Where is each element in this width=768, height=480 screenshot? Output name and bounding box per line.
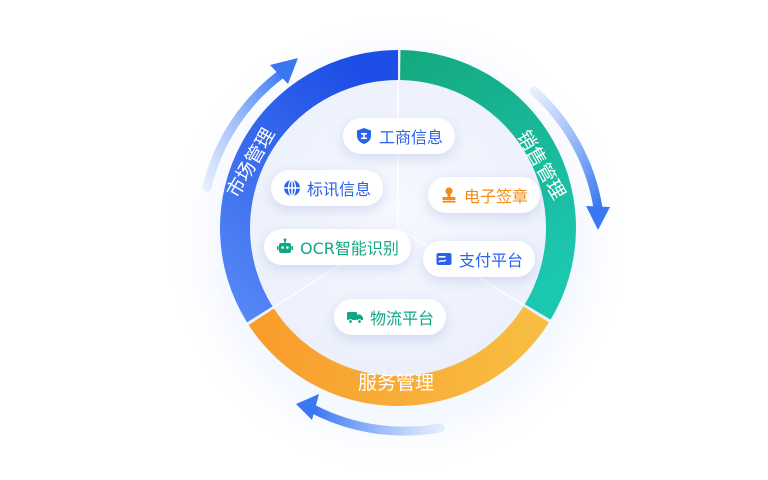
pill-business-info: 工商信息 <box>343 118 456 154</box>
pill-e-signature: 电子签章 <box>428 177 541 213</box>
pill-ocr: OCR智能识别 <box>264 229 411 265</box>
pill-label: 物流平台 <box>370 309 435 328</box>
segment-sales <box>400 50 577 320</box>
truck-icon <box>346 308 364 326</box>
right-cycle-arrow <box>529 86 603 213</box>
segment-label-service: 服务管理 <box>358 372 434 394</box>
segment-market <box>220 50 398 323</box>
pill-label: 工商信息 <box>379 128 444 147</box>
bottom-arrowhead <box>296 394 319 420</box>
stamp-icon <box>440 186 458 204</box>
robot-icon <box>276 238 294 256</box>
top-left-cycle-arrow <box>202 67 289 192</box>
pill-label: OCR智能识别 <box>300 239 399 258</box>
pill-label: 标讯信息 <box>307 180 372 199</box>
wallet-icon <box>435 250 453 268</box>
pill-label: 电子签章 <box>464 187 529 206</box>
globe-icon <box>283 179 301 197</box>
pill-payment: 支付平台 <box>423 241 536 277</box>
pill-label: 支付平台 <box>459 251 524 270</box>
bottom-cycle-arrow <box>310 405 445 436</box>
right-arrowhead <box>586 206 610 230</box>
segment-service <box>248 306 549 406</box>
shield-icon <box>355 127 373 145</box>
pill-bidding-info: 标讯信息 <box>271 170 384 206</box>
top-left-arrowhead <box>270 58 298 84</box>
pill-logistics: 物流平台 <box>334 299 447 335</box>
